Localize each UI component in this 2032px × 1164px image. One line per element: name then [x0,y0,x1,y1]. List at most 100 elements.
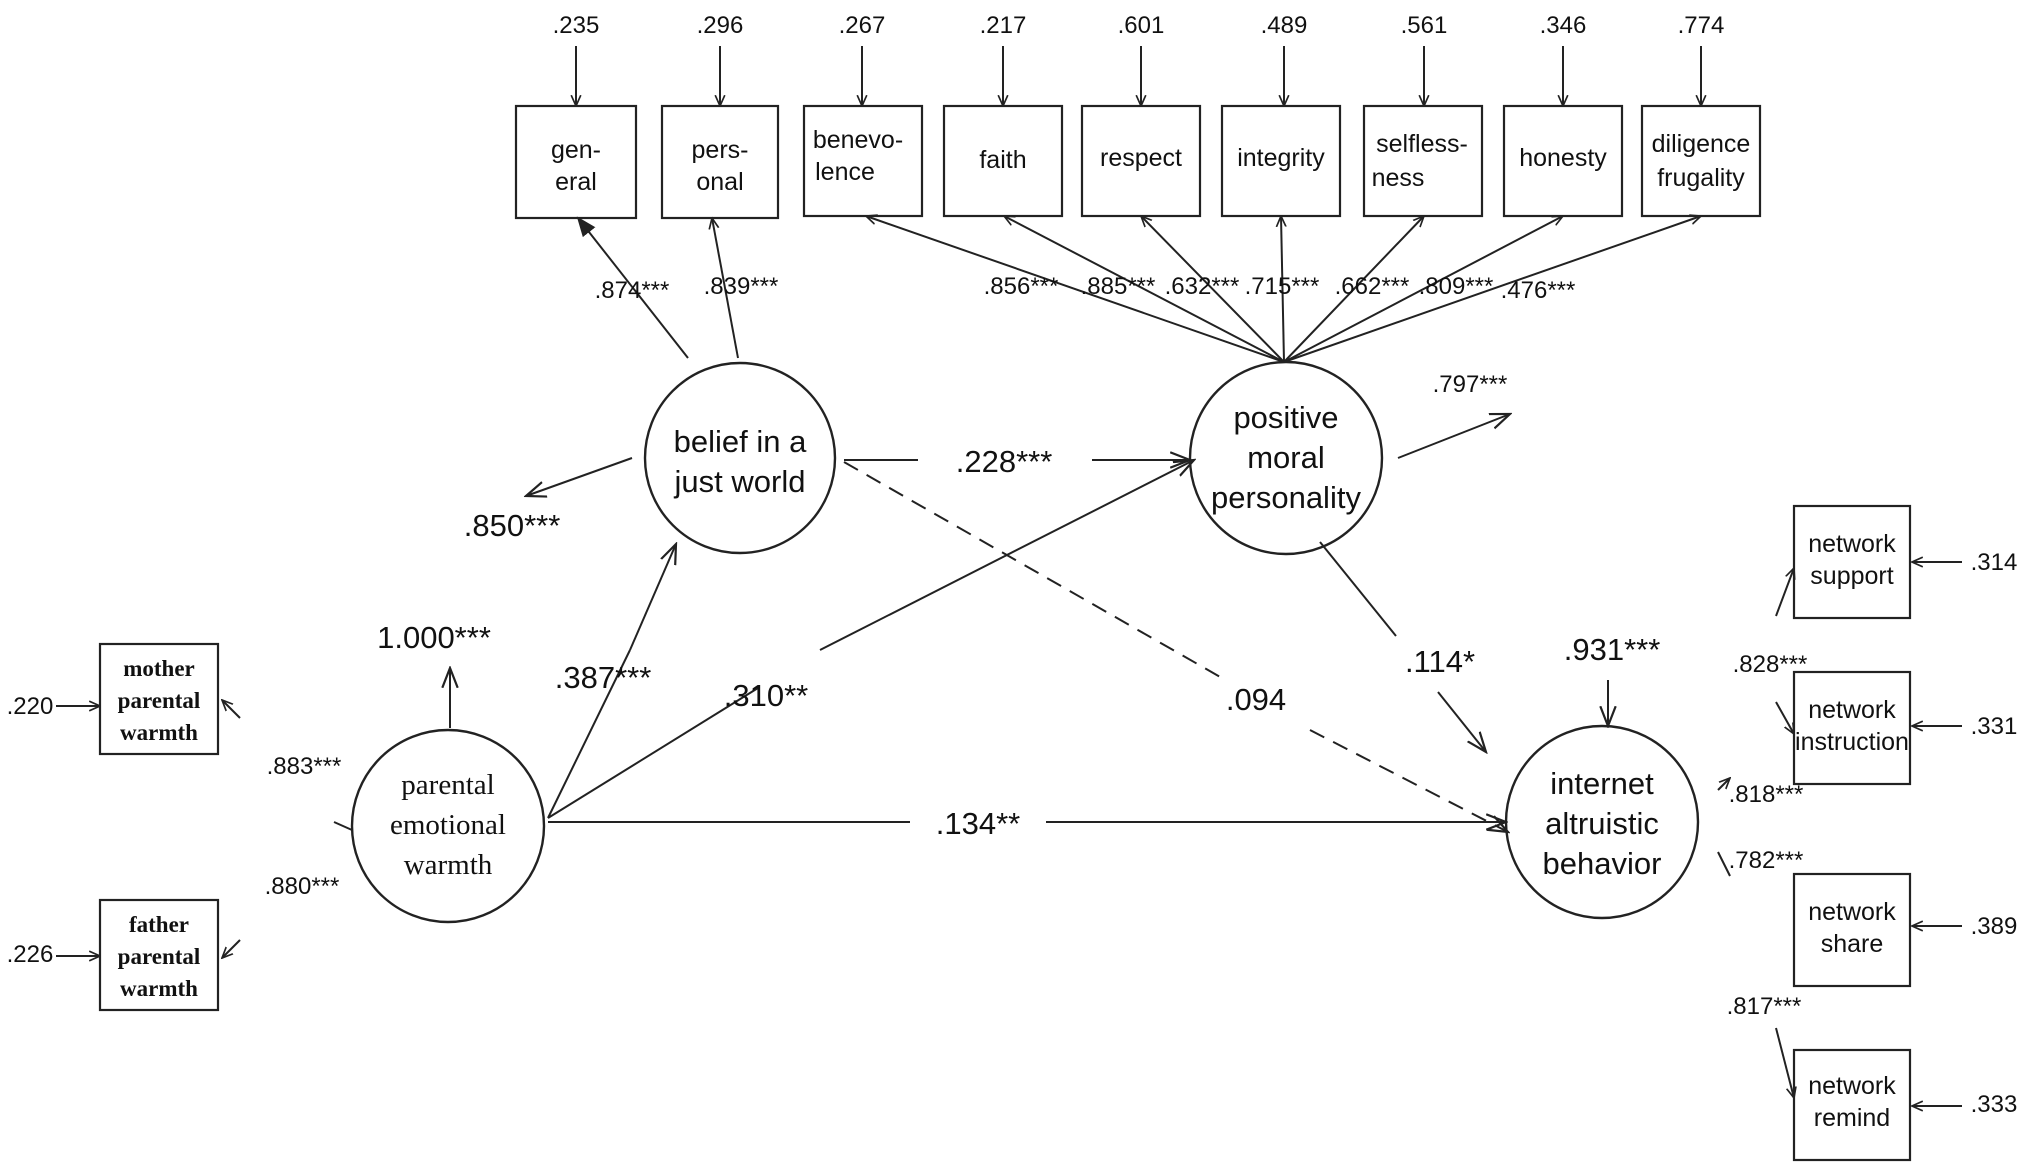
loading-label-general: .874*** [595,277,670,304]
indicator-label-line: parental [118,688,201,713]
top-indicator-diligence-frugality: diligence frugality .774 [1640,12,1762,218]
path-label-parental-to-belief: .387*** [555,660,652,695]
indicator-box-personal [660,104,780,220]
error-variance-label: .333 [1971,1091,2018,1118]
indicator-label-line: network [1808,696,1896,724]
loading-label-network-share: .782*** [1729,847,1804,874]
indicator-label-line: network [1808,530,1896,558]
residual-label-parental: 1.000*** [377,620,491,655]
error-variance-label: .267 [839,12,886,39]
loading-stub [1717,851,1731,877]
path-segment [547,649,631,819]
error-variance-label: .561 [1401,12,1448,39]
indicator-label-line: share [1821,930,1884,958]
loading-arrow-network-instruction [1775,701,1794,734]
loading-arrow-network-support [1775,568,1794,617]
indicator-label-line: instruction [1795,728,1909,756]
residual-label-internet: .931*** [1564,632,1661,667]
right-indicator-network-instruction: network instruction .331 [1792,670,2017,786]
indicator-label-line: honesty [1519,144,1607,172]
loading-arrow-benevolence [866,216,1285,363]
indicator-label-line: integrity [1237,144,1325,172]
indicator-label-line: lence [815,158,875,186]
error-variance-label: .217 [980,12,1027,39]
loading-arrow-selflessness [1283,216,1424,363]
right-indicator-network-remind: network remind .333 [1792,1048,2018,1162]
top-indicator-benevolence: benevo- lence .267 [802,12,924,218]
residual-arrow-belief [526,457,633,496]
indicator-label-line: faith [979,146,1026,174]
indicator-label-line: support [1810,562,1893,590]
latent-positive-moral-personality: positive moral personality [1188,360,1384,556]
latent-label-line: personality [1211,480,1361,515]
latent-circle [643,361,837,555]
loading-label-integrity: .715*** [1245,273,1320,300]
indicator-label-line: onal [696,168,743,196]
loading-label-selflessness: .662*** [1335,273,1410,300]
path-arrow-moral-to-internet [1437,691,1486,752]
indicator-box-network-share [1792,872,1912,988]
loading-arrow-diligence-frugality [1283,216,1701,363]
error-variance-label: .220 [7,693,54,720]
latent-label-line: moral [1247,440,1325,475]
latent-label-line: internet [1550,766,1654,801]
latent-circle [350,728,546,924]
indicator-label-line: mother [123,656,195,681]
latent-parental-emotional-warmth: parental emotional warmth [350,728,546,924]
indicator-box-father-warmth [98,898,220,1012]
error-variance-label: .389 [1971,913,2018,940]
indicator-box-honesty [1502,104,1624,218]
indicator-box-network-remind [1792,1048,1912,1162]
indicator-label-line: network [1808,1072,1896,1100]
indicator-box-benevolence [802,104,924,218]
indicator-label-line: eral [555,168,597,196]
loading-arrow-faith [1004,216,1285,363]
latent-internet-altruistic-behavior: internet altruistic behavior [1504,724,1700,920]
path-label-parental-to-internet: .134** [936,806,1020,841]
loading-arrow-honesty [1283,216,1563,363]
indicator-box-selflessness [1362,104,1484,218]
loading-label-network-remind: .817*** [1727,993,1802,1020]
error-variance-label: .226 [7,941,54,968]
loading-label-diligence-frugality: .476*** [1501,277,1576,304]
error-variance-label: .489 [1261,12,1308,39]
latent-label-line: warmth [404,849,493,881]
indicator-label-line: warmth [120,720,198,745]
latent-belief-in-a-just-world: belief in a just world [643,361,837,555]
indicator-label-line: gen- [551,136,601,164]
indicator-label-line: pers- [692,136,749,164]
indicator-box-network-support [1792,504,1912,620]
path-label-belief-to-moral: .228*** [956,444,1053,479]
latent-label-line: altruistic [1545,806,1659,841]
indicator-label-line: respect [1100,144,1182,172]
top-indicator-selflessness: selfless- ness .561 [1362,12,1484,218]
left-indicator-father-parental-warmth: father parental warmth .226 [7,898,220,1012]
latent-label-line: belief in a [674,424,807,459]
path-segment [547,687,759,819]
residual-label-belief: .850*** [464,508,561,543]
top-indicator-respect: respect .601 [1080,12,1202,218]
latent-label-line: just world [674,464,806,499]
latent-label-line: parental [401,769,494,801]
top-indicator-integrity: integrity .489 [1220,12,1342,218]
indicator-label-line: frugality [1657,164,1745,192]
indicator-box-network-instruction [1792,670,1912,786]
indicator-box-mother-warmth [98,642,220,756]
loading-arrow-network-remind [1775,1027,1794,1098]
right-indicator-network-support: network support .314 [1792,504,2017,620]
loading-arrow-network-share [1717,778,1730,791]
indicator-label-line: network [1808,898,1896,926]
loading-arrow-father-warmth [222,939,241,958]
error-variance-label: .235 [553,12,600,39]
path-arrow-belief-to-internet [1309,729,1508,832]
loading-label-faith: .885*** [1081,273,1156,300]
indicator-label-line: warmth [120,976,198,1001]
path-segment [1319,541,1397,637]
right-indicator-network-share: network share .389 [1792,872,2018,988]
indicator-label-line: diligence [1652,130,1751,158]
top-indicator-general: gen- eral .235 [514,12,638,220]
top-indicator-faith: faith .217 [942,12,1064,218]
loading-arrow-personal [712,218,739,359]
path-label-belief-to-internet: .094 [1226,682,1286,717]
loading-arrow-mother-warmth [222,700,241,719]
